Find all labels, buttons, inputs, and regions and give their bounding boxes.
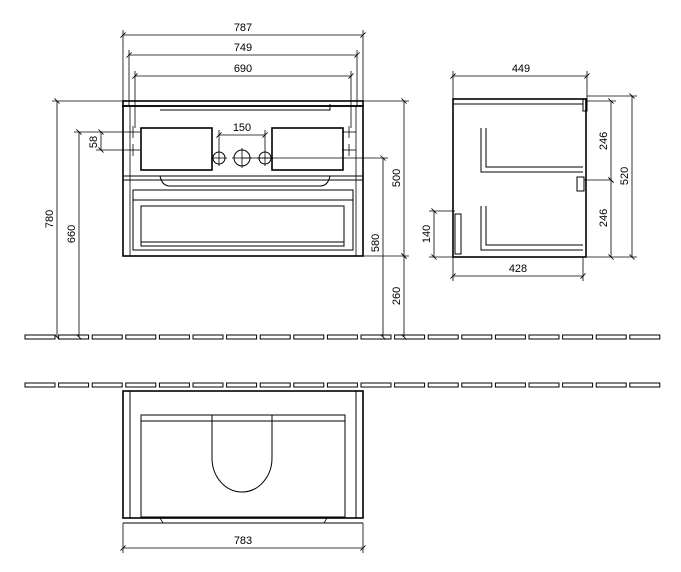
dim-lower-section: 246 — [598, 209, 610, 227]
dim-top-width: 783 — [234, 535, 252, 547]
top-bowl-recess — [211, 415, 273, 493]
floor-tile — [326, 334, 358, 340]
side-cabinet-body — [452, 98, 587, 258]
floor-tile — [528, 334, 560, 340]
dim-cabinet-height: 500 — [391, 169, 403, 187]
floor-tile — [158, 334, 190, 340]
floor-tile — [394, 334, 426, 340]
floor-tile — [562, 382, 594, 388]
side-view — [452, 98, 611, 258]
floor-tile — [192, 334, 224, 340]
floor-tile — [427, 382, 459, 388]
floor-tile — [24, 382, 56, 388]
top-cabinet-outline — [122, 390, 364, 519]
floor-tile — [226, 382, 258, 388]
floor-tile — [24, 334, 56, 340]
floor-tile — [192, 382, 224, 388]
floor-tile — [125, 382, 157, 388]
floor-tile — [226, 334, 258, 340]
top-view — [122, 390, 364, 524]
top-dimensions: 783 — [120, 523, 366, 553]
floor-tile — [91, 334, 123, 340]
dim-upper-height: 660 — [66, 225, 78, 243]
dim-upper-section: 246 — [598, 132, 610, 150]
dim-basin-width: 690 — [234, 63, 252, 75]
floor-tile — [91, 382, 123, 388]
front-view — [122, 100, 388, 257]
tap-hole-left-icon — [211, 150, 227, 166]
floor-tile — [360, 334, 392, 340]
floor-line-front-side — [24, 334, 661, 340]
dim-overall-height: 780 — [44, 210, 56, 228]
floor-tile — [461, 334, 493, 340]
floor-line-top — [24, 382, 661, 388]
dim-siphon-height: 140 — [421, 225, 433, 243]
dim-floor-clearance: 260 — [391, 287, 403, 305]
floor-tile — [58, 334, 90, 340]
floor-tile — [158, 382, 190, 388]
front-upper-handle — [159, 175, 331, 187]
front-right-bowl — [271, 127, 344, 171]
floor-tile — [293, 334, 325, 340]
dim-total-height: 520 — [619, 167, 631, 185]
floor-tile — [494, 334, 526, 340]
side-drain-block — [576, 176, 585, 192]
floor-tile — [629, 382, 661, 388]
floor-tile — [293, 382, 325, 388]
dim-drain-height: 580 — [370, 234, 382, 252]
front-left-bowl — [140, 127, 213, 171]
floor-tile — [595, 382, 627, 388]
floor-tile — [595, 334, 627, 340]
side-siphon — [454, 213, 462, 255]
floor-tile — [528, 382, 560, 388]
floor-tile — [461, 382, 493, 388]
front-lower-drawer — [132, 189, 354, 251]
top-basin-outline — [140, 414, 346, 518]
floor-tile — [427, 334, 459, 340]
dim-body-width: 749 — [234, 42, 252, 54]
floor-tile — [125, 334, 157, 340]
floor-tile — [562, 334, 594, 340]
front-cabinet-body — [122, 105, 364, 257]
dim-overall-width: 787 — [234, 22, 252, 34]
front-dimensions: 787 749 690 150 58 780 660 500 58 — [44, 22, 409, 340]
floor-tile — [494, 382, 526, 388]
dim-depth-top: 449 — [512, 63, 530, 75]
dim-hole-offset: 58 — [88, 136, 100, 148]
floor-tile — [629, 334, 661, 340]
dim-depth-bottom: 428 — [509, 263, 527, 275]
mounting-hole-marks — [126, 126, 356, 156]
floor-tile — [394, 382, 426, 388]
floor-tile — [259, 382, 291, 388]
dim-tap-spacing: 150 — [233, 122, 251, 134]
floor-tile — [360, 382, 392, 388]
floor-tile — [58, 382, 90, 388]
side-dimensions: 449 428 246 246 520 140 — [421, 63, 637, 281]
floor-tile — [326, 382, 358, 388]
floor-tile — [259, 334, 291, 340]
